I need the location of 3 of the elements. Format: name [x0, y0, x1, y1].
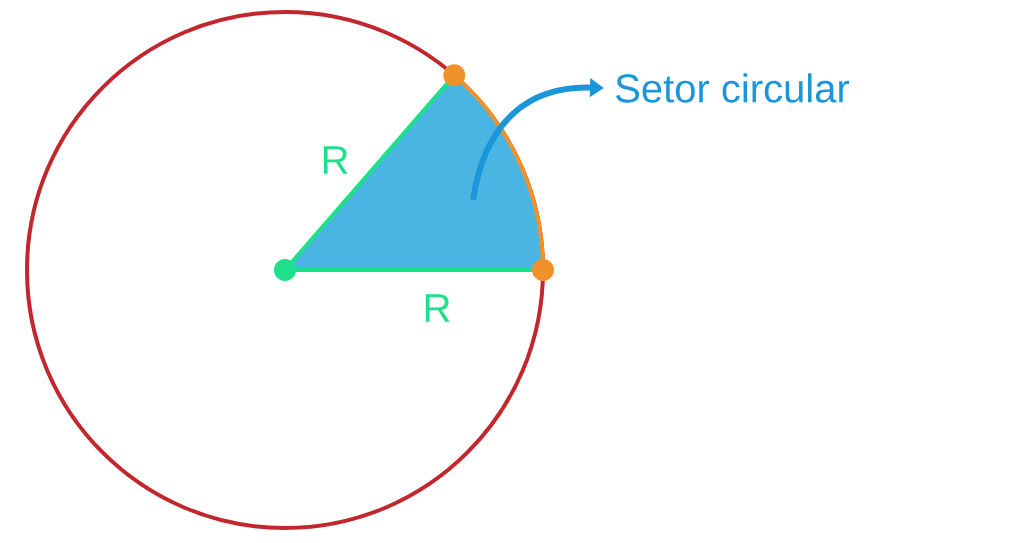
- circular-sector-drawing: [274, 64, 554, 281]
- radius-label: R: [323, 146, 348, 174]
- sector-label: Setor circular: [616, 73, 850, 103]
